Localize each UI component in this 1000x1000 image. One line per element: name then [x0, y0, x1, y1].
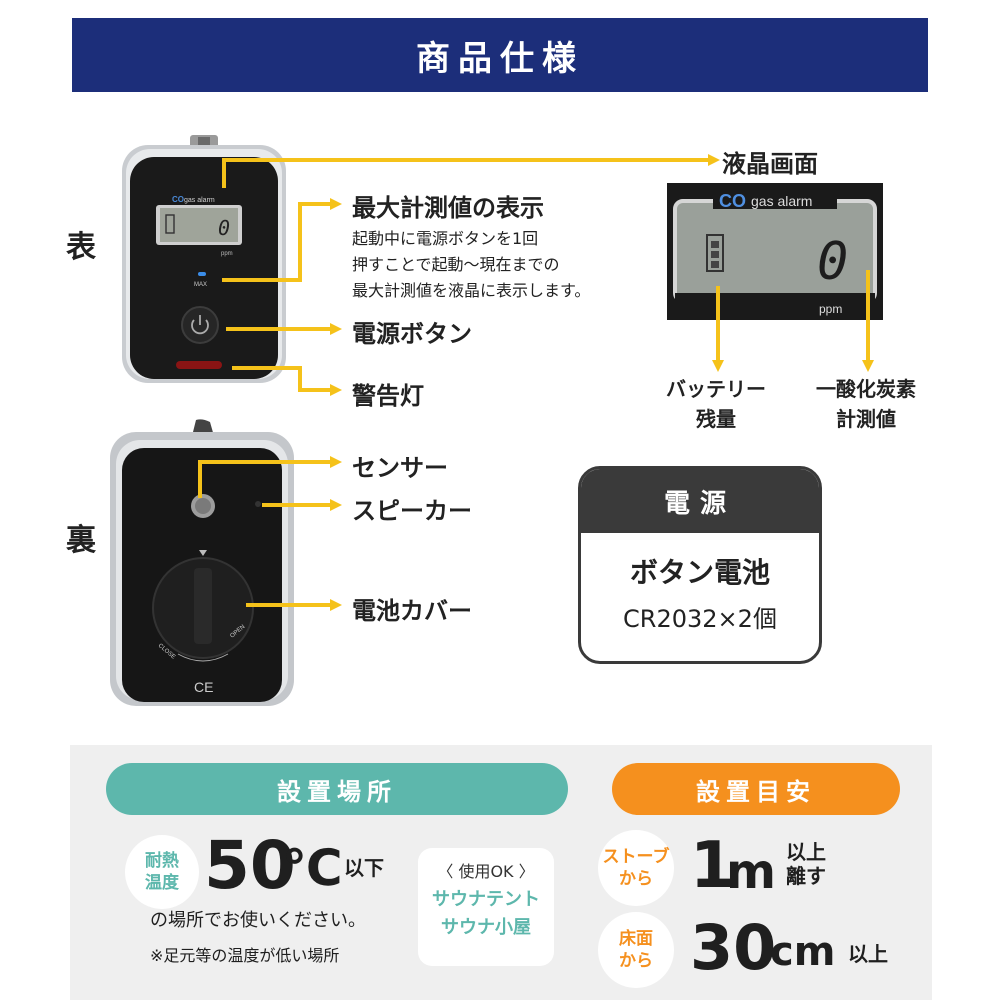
- arrow-co: [862, 360, 874, 372]
- use-ok-head: 〈 使用OK 〉: [437, 862, 535, 881]
- leader-lcd-h: [222, 158, 708, 162]
- use-ok-card: 〈 使用OK 〉 サウナテント サウナ小屋: [418, 848, 554, 966]
- arrow-lcd: [708, 154, 720, 166]
- label-power-button: 電源ボタン: [352, 320, 472, 348]
- note-text: ※足元等の温度が低い場所: [150, 946, 340, 965]
- guideline-title-pill: 設置目安: [612, 763, 900, 815]
- svg-text:CE: CE: [194, 679, 213, 695]
- stove-suffix-1: 以上: [786, 840, 826, 864]
- arrow-battery-cover: [330, 599, 342, 611]
- svg-text:gas alarm: gas alarm: [751, 193, 812, 209]
- arrow-sensor: [330, 456, 342, 468]
- stove-badge-1: ストーブ: [602, 847, 670, 867]
- svg-text:0: 0: [817, 232, 848, 292]
- svg-text:ppm: ppm: [819, 302, 842, 316]
- label-battery-cover: 電池カバー: [352, 597, 472, 625]
- header-title: 商品仕様: [416, 38, 584, 79]
- use-text: の場所でお使いください。: [150, 910, 366, 931]
- arrow-speaker: [330, 499, 342, 511]
- stove-unit: m: [726, 844, 777, 900]
- leader-battery-cover: [246, 603, 330, 607]
- guideline-title: 設置目安: [696, 777, 816, 806]
- heat-badge-2: 温度: [145, 873, 179, 893]
- power-main: ボタン電池: [629, 556, 770, 589]
- heat-badge-1: 耐熱: [145, 851, 179, 871]
- label-max: 最大計測値の表示: [352, 194, 544, 222]
- battery-label-2: 残量: [696, 407, 736, 431]
- leader-speaker: [262, 503, 330, 507]
- arrow-battery: [712, 360, 724, 372]
- co-label-2: 計測値: [836, 407, 896, 431]
- use-ok-item-1: サウナテント: [432, 889, 540, 910]
- leader-max-h2: [298, 202, 330, 206]
- max-desc-1: 起動中に電源ボタンを1回: [352, 229, 539, 248]
- co-label-1: 一酸化炭素: [816, 377, 916, 401]
- leader-warn-v: [298, 366, 302, 392]
- lcd-closeup-image: CO gas alarm 0 ppm: [667, 183, 883, 320]
- power-title: 電源: [581, 469, 819, 533]
- device-back-image: CLOSE OPEN CE: [110, 419, 294, 706]
- co-label: 一酸化炭素 計測値: [796, 374, 936, 434]
- battery-label-1: バッテリー: [666, 377, 766, 401]
- label-lcd: 液晶画面: [722, 150, 818, 178]
- leader-max-h1: [222, 278, 302, 282]
- arrow-max: [330, 198, 342, 210]
- svg-text:MAX: MAX: [194, 282, 207, 288]
- temp-unit: ℃: [282, 839, 343, 897]
- stove-badge-2: から: [618, 869, 653, 889]
- max-desc-2: 押すことで起動〜現在までの: [352, 255, 560, 274]
- leader-co: [866, 270, 870, 360]
- leader-warn-h1: [232, 366, 302, 370]
- floor-value: 30: [690, 911, 777, 984]
- stove-value: 1: [690, 829, 735, 903]
- temp-suffix: 以下: [344, 856, 384, 880]
- floor-unit: cm: [770, 929, 836, 975]
- leader-warn-h2: [298, 388, 330, 392]
- leader-sensor-h: [198, 460, 330, 464]
- floor-badge-1: 床面: [619, 929, 653, 949]
- leader-battery: [716, 286, 720, 360]
- placement-title: 設置場所: [277, 777, 397, 806]
- heat-badge: 耐熱 温度: [125, 835, 199, 909]
- temp-value: 50: [204, 827, 296, 904]
- battery-label: バッテリー 残量: [656, 374, 776, 434]
- front-side-label: 表: [66, 230, 96, 265]
- use-ok-item-2: サウナ小屋: [441, 917, 531, 938]
- device-front-image: CO gas alarm 0 ppm MAX: [122, 135, 286, 383]
- front-co-text: CO: [172, 195, 184, 204]
- floor-badge: 床面 から: [598, 912, 674, 988]
- power-sub: CR2032×2個: [623, 605, 777, 633]
- leader-sensor-v: [198, 462, 202, 498]
- label-warning-light: 警告灯: [352, 382, 424, 410]
- label-speaker: スピーカー: [352, 497, 472, 525]
- svg-text:ppm: ppm: [221, 251, 233, 257]
- stove-badge: ストーブ から: [598, 830, 674, 906]
- arrow-power: [330, 323, 342, 335]
- floor-suffix: 以上: [848, 942, 888, 966]
- stove-suffix: 以上 離す: [786, 840, 826, 888]
- svg-text:gas alarm: gas alarm: [184, 197, 215, 204]
- leader-lcd-v: [222, 160, 226, 188]
- placement-title-pill: 設置場所: [106, 763, 568, 815]
- stove-suffix-2: 離す: [786, 864, 826, 888]
- leader-max-v: [298, 202, 302, 282]
- power-spec-card: 電源 ボタン電池 CR2032×2個: [578, 466, 822, 664]
- label-sensor: センサー: [352, 454, 448, 482]
- floor-badge-2: から: [619, 951, 653, 971]
- back-side-label: 裏: [66, 523, 96, 558]
- section-header: 商品仕様: [72, 18, 928, 92]
- svg-text:CO: CO: [719, 191, 746, 211]
- svg-text:0: 0: [218, 216, 230, 240]
- max-desc-3: 最大計測値を液晶に表示します。: [352, 281, 591, 300]
- leader-power: [226, 327, 330, 331]
- arrow-warn: [330, 384, 342, 396]
